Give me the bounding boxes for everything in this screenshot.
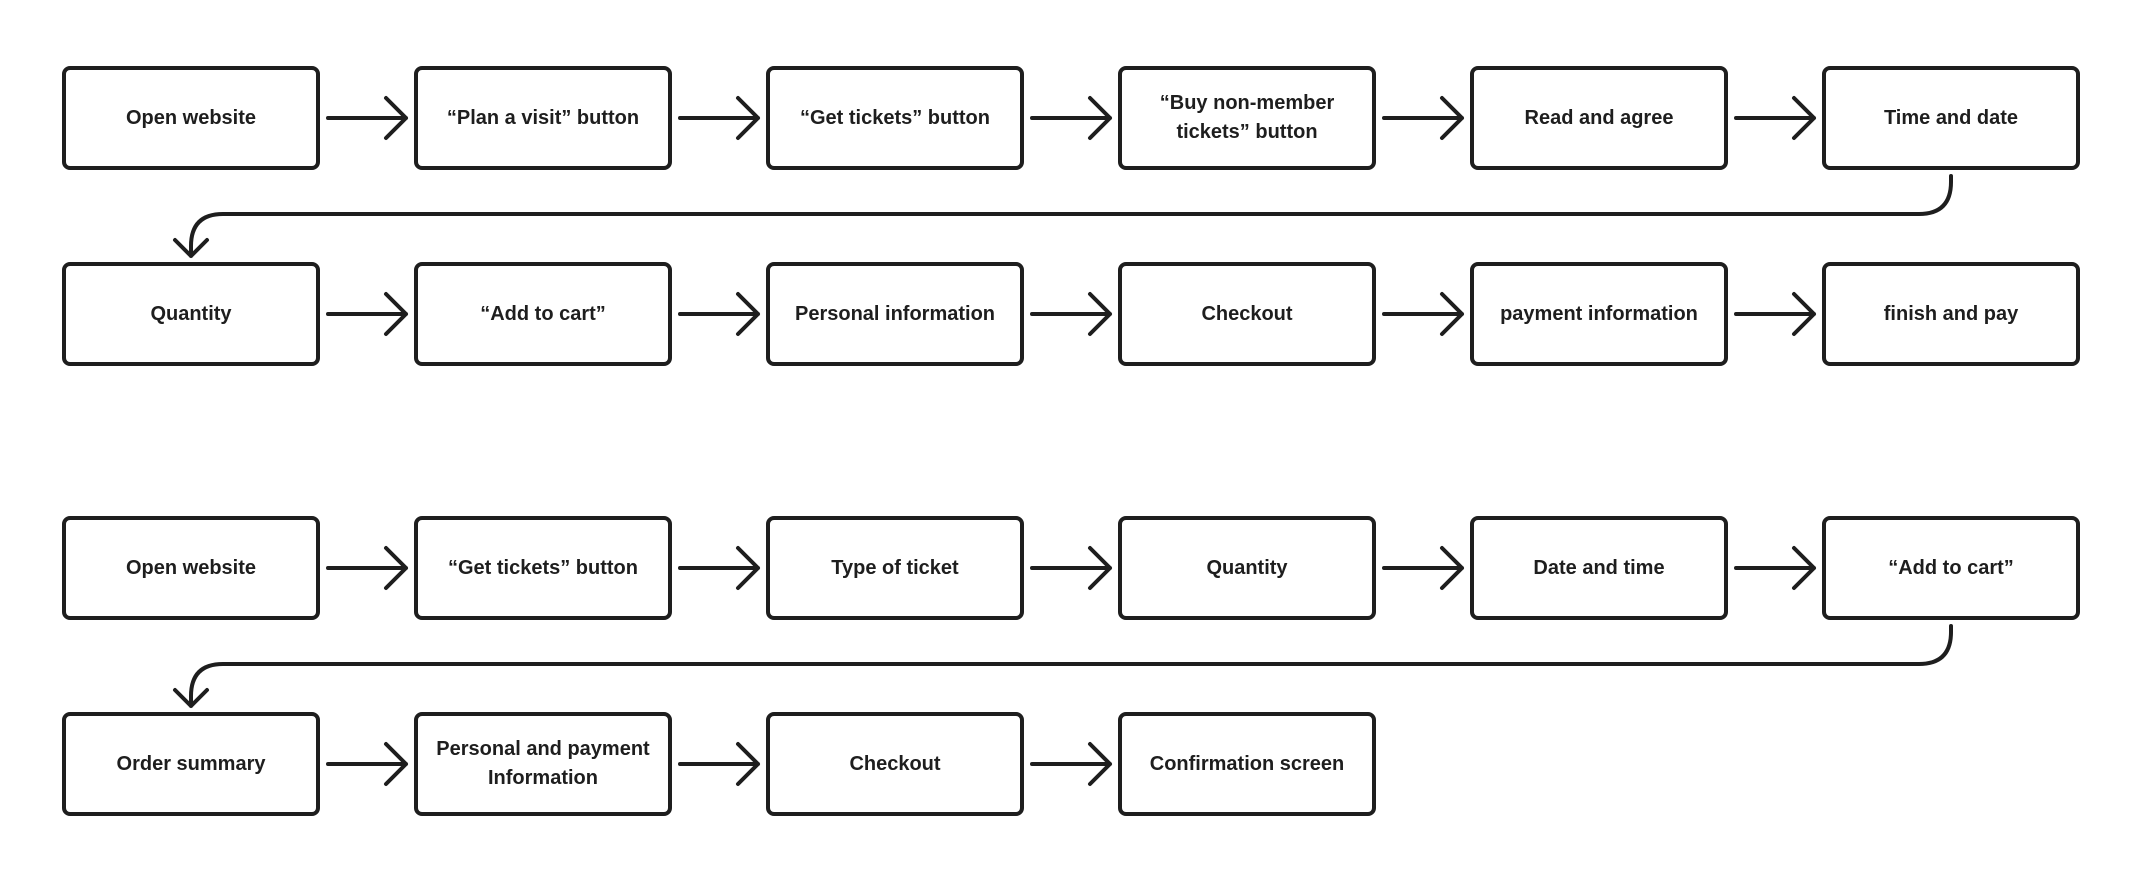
step-label: Confirmation screen	[1149, 752, 1345, 775]
step-label: Date and time	[1533, 556, 1665, 579]
step-label: Time and date	[1883, 106, 2019, 129]
step-label: Order summary	[116, 752, 266, 775]
flow-2-step-add-to-cart: “Add to cart”	[1822, 516, 2080, 620]
step-label: Open website	[125, 106, 257, 129]
flow-1-arrow-1-1	[678, 292, 760, 336]
flow-2-arrow-0-4	[1734, 546, 1816, 590]
step-label: Personal and payment Information	[436, 738, 650, 789]
flow-1-arrow-0-1	[678, 96, 760, 140]
flow-1-arrow-0-0	[326, 96, 408, 140]
step-label: “Get tickets” button	[799, 106, 990, 129]
flow-2-step-confirmation-screen: Confirmation screen	[1118, 712, 1376, 816]
step-label: “Add to cart”	[1888, 556, 2014, 579]
flow-2-step-quantity: Quantity	[1118, 516, 1376, 620]
step-label: Checkout	[849, 752, 941, 775]
flow-1-step-plan-a-visit-button: “Plan a visit” button	[414, 66, 672, 170]
step-label: “Plan a visit” button	[446, 106, 640, 129]
flow-2-step-date-and-time: Date and time	[1470, 516, 1728, 620]
step-label: Personal information	[794, 302, 996, 325]
step-label: Quantity	[1206, 556, 1288, 579]
flow-2-step-type-of-ticket: Type of ticket	[766, 516, 1024, 620]
flow-1-step-read-and-agree: Read and agree	[1470, 66, 1728, 170]
flow-1-arrow-0-3	[1382, 96, 1464, 140]
step-label: payment information	[1500, 302, 1698, 325]
flow-2-arrow-0-1	[678, 546, 760, 590]
step-label: finish and pay	[1883, 302, 2019, 325]
flow-2-arrow-1-2	[1030, 742, 1112, 786]
step-label: Read and agree	[1524, 106, 1674, 129]
step-label: Checkout	[1201, 302, 1293, 325]
flow-2-wrap-connector	[173, 624, 1953, 708]
step-label: Type of ticket	[831, 556, 959, 579]
step-label: “Add to cart”	[480, 302, 606, 325]
flow-1-arrow-1-2	[1030, 292, 1112, 336]
flow-2-step-get-tickets-button: “Get tickets” button	[414, 516, 672, 620]
flow-2-step-checkout: Checkout	[766, 712, 1024, 816]
flow-2-step-order-summary: Order summary	[62, 712, 320, 816]
flow-1-step-payment-information: payment information	[1470, 262, 1728, 366]
flow-1-arrow-0-2	[1030, 96, 1112, 140]
flow-1-arrow-1-3	[1382, 292, 1464, 336]
flow-2-arrow-0-0	[326, 546, 408, 590]
flow-2-step-personal-and-payment-information: Personal and payment Information	[414, 712, 672, 816]
flow-1-step-quantity: Quantity	[62, 262, 320, 366]
flow-1-step-checkout: Checkout	[1118, 262, 1376, 366]
flow-1-step-get-tickets-button: “Get tickets” button	[766, 66, 1024, 170]
step-label: “Buy non-member tickets” button	[1159, 92, 1335, 143]
flow-2-arrow-1-1	[678, 742, 760, 786]
step-label: Quantity	[150, 302, 232, 325]
flow-1-arrow-1-4	[1734, 292, 1816, 336]
flow-1-step-finish-and-pay: finish and pay	[1822, 262, 2080, 366]
flow-1-step-time-and-date: Time and date	[1822, 66, 2080, 170]
flow-1-wrap-connector	[173, 174, 1953, 258]
flow-1-step-buy-non-member-tickets-button: “Buy non-member tickets” button	[1118, 66, 1376, 170]
flow-2-step-open-website: Open website	[62, 516, 320, 620]
flow-2-arrow-1-0	[326, 742, 408, 786]
flow-1-step-add-to-cart: “Add to cart”	[414, 262, 672, 366]
step-label: Open website	[125, 556, 257, 579]
step-label: “Get tickets” button	[447, 556, 638, 579]
flow-1-step-open-website: Open website	[62, 66, 320, 170]
flow-2-arrow-0-3	[1382, 546, 1464, 590]
flow-1-arrow-1-0	[326, 292, 408, 336]
flow-1-step-personal-information: Personal information	[766, 262, 1024, 366]
flow-2-arrow-0-2	[1030, 546, 1112, 590]
flow-1-arrow-0-4	[1734, 96, 1816, 140]
